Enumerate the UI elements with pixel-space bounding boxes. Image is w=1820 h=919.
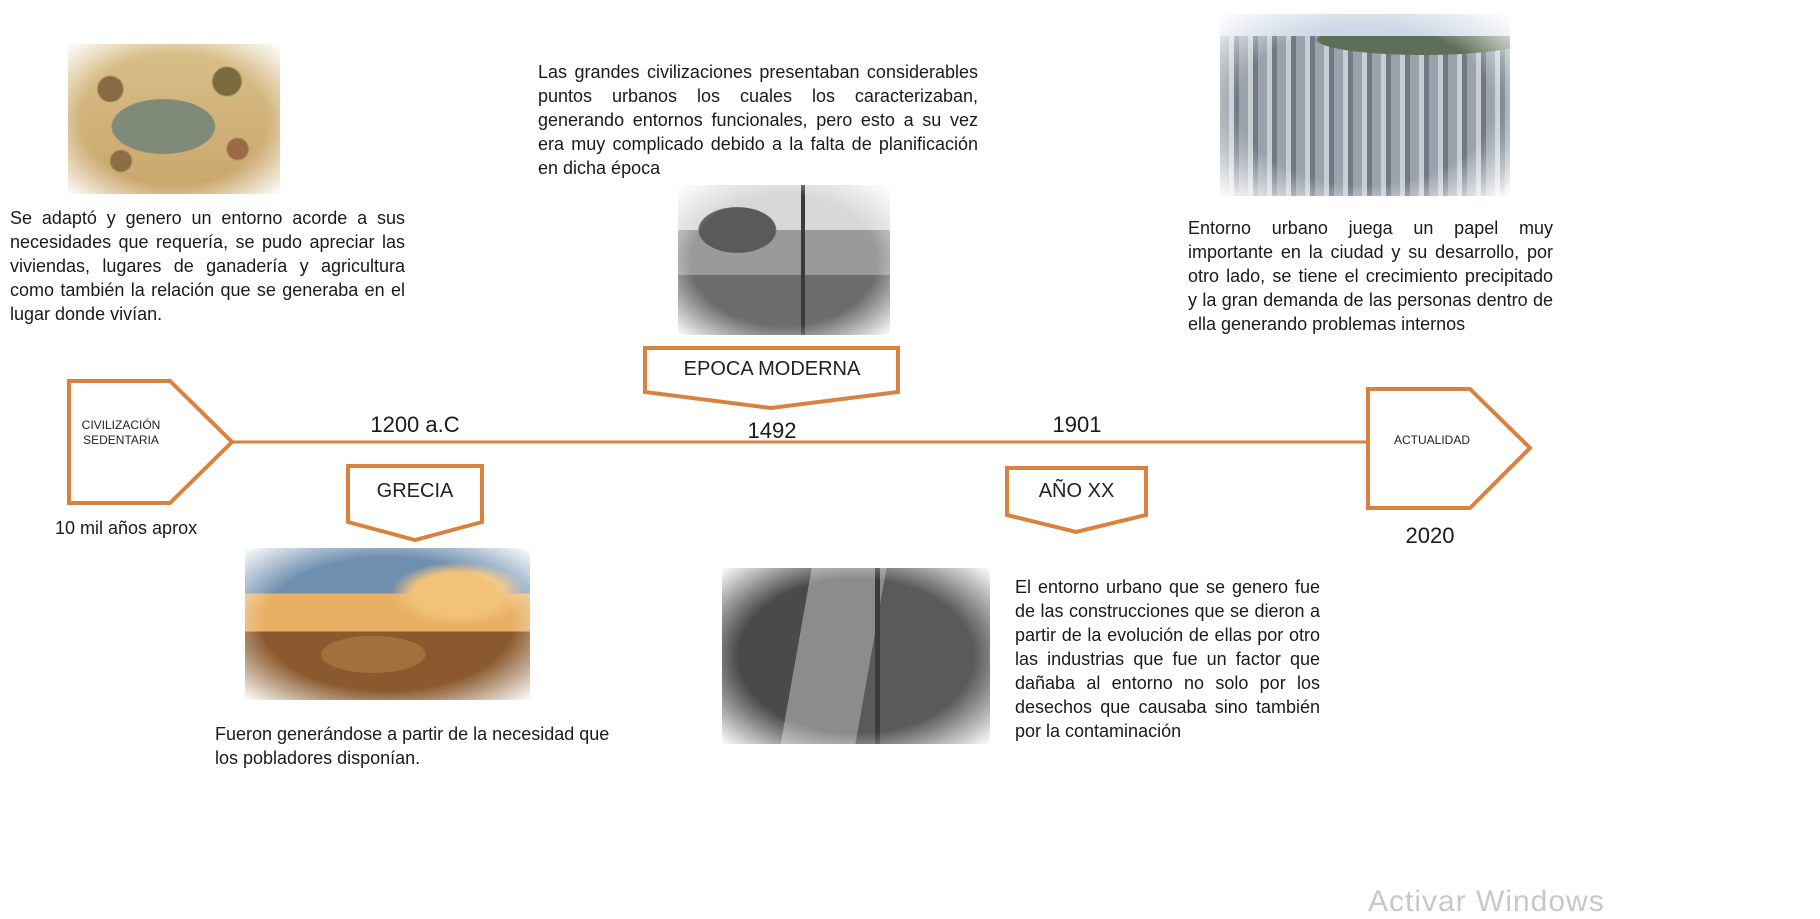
moderna-text: Las grandes civilizaciones presentaban c…: [538, 62, 978, 178]
xx-tag: AÑO XX: [1038, 479, 1115, 502]
xx-tag-shape: [1005, 466, 1148, 535]
prehistoric-settlement-image: [68, 44, 280, 194]
modern-era-city-image: [678, 185, 890, 335]
industrial-city-image: [722, 568, 990, 744]
moderna-tag: EPOCA MODERNA: [683, 357, 861, 380]
sedentaria-text: Se adaptó y genero un entorno acorde a s…: [10, 208, 405, 324]
windows-watermark: Activar Windows: [1368, 885, 1605, 918]
year-1492: 1492: [747, 418, 797, 443]
acropolis-image: [245, 548, 530, 700]
xx-text: El entorno urbano que se genero fue de l…: [1015, 577, 1320, 741]
grecia-tag-shape: [346, 464, 484, 543]
moderna-tag-shape: [643, 346, 900, 411]
end-label: ACTUALIDAD: [1393, 433, 1470, 447]
start-label: CIVILIZACIÓN SEDENTARIA: [81, 418, 161, 447]
actualidad-text: Entorno urbano juega un papel muy import…: [1188, 218, 1553, 334]
modern-city-aerial-image: [1220, 14, 1510, 196]
grecia-tag: GRECIA: [376, 479, 454, 502]
year-2020: 2020: [1405, 523, 1455, 548]
year-1901: 1901: [1052, 412, 1102, 437]
start-arrow-shape: [67, 379, 235, 505]
end-arrow-shape: [1366, 387, 1533, 510]
grecia-text: Fueron generándose a partir de la necesi…: [215, 724, 610, 768]
year-1200: 1200 a.C: [370, 412, 460, 437]
year-10mil: 10 mil años aprox: [55, 518, 198, 538]
